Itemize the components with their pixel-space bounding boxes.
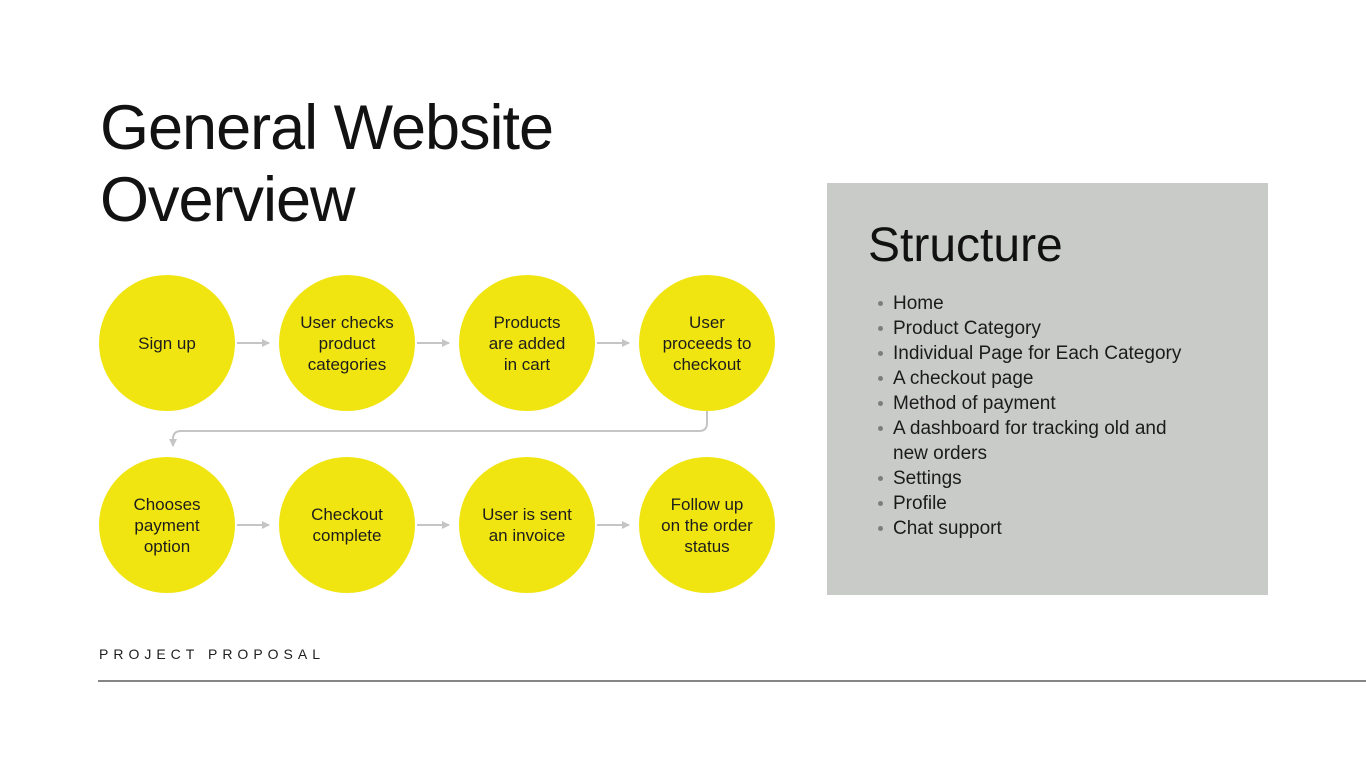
structure-heading: Structure — [868, 219, 1063, 272]
flow-step-label: Checkout complete — [311, 505, 383, 545]
structure-item-profile: Profile — [878, 491, 1212, 516]
slide-title: General Website Overview — [100, 93, 554, 235]
structure-item-home: Home — [878, 291, 1212, 316]
structure-item-chat-support: Chat support — [878, 516, 1212, 541]
flow-step-label: Products are added in cart — [488, 312, 566, 374]
flow-step-label: Chooses payment option — [133, 494, 201, 556]
structure-panel: Structure Home Product Category Individu… — [827, 183, 1268, 595]
structure-item-checkout-page: A checkout page — [878, 366, 1212, 391]
footer-project-proposal: PROJECT PROPOSAL — [99, 646, 326, 662]
structure-item-method-of-payment: Method of payment — [878, 391, 1212, 416]
structure-item-individual-page: Individual Page for Each Category — [878, 341, 1212, 366]
flow-step-label: Sign up — [138, 333, 196, 353]
flow-step-label: User checks product categories — [300, 312, 394, 374]
flow-step-label: User is sent an invoice — [482, 505, 572, 545]
flow-step-proceeds-checkout: User proceeds to checkout — [639, 275, 775, 411]
flow-step-sign-up: Sign up — [99, 275, 235, 411]
structure-item-settings: Settings — [878, 466, 1212, 491]
structure-item-dashboard-orders: A dashboard for tracking old and new ord… — [878, 416, 1212, 466]
flow-step-chooses-payment: Chooses payment option — [99, 457, 235, 593]
structure-list: Home Product Category Individual Page fo… — [878, 291, 1212, 541]
flow-step-user-checks-categories: User checks product categories — [279, 275, 415, 411]
structure-item-product-category: Product Category — [878, 316, 1212, 341]
flow-step-products-added-cart: Products are added in cart — [459, 275, 595, 411]
footer-divider-line — [98, 680, 1366, 682]
flow-step-sent-invoice: User is sent an invoice — [459, 457, 595, 593]
flow-step-label: User proceeds to checkout — [662, 312, 752, 374]
flow-step-checkout-complete: Checkout complete — [279, 457, 415, 593]
arrow-step4-step5 — [169, 404, 708, 447]
flow-step-label: Follow up on the order status — [661, 494, 753, 556]
flow-step-follow-up-status: Follow up on the order status — [639, 457, 775, 593]
